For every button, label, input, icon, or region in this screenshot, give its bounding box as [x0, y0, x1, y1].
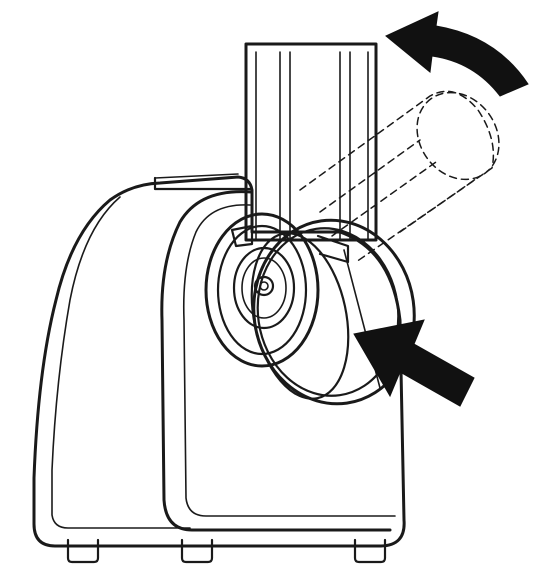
foot-left — [66, 538, 100, 564]
housing-front-face — [160, 190, 392, 532]
drum-face — [250, 232, 350, 400]
drum-slot — [316, 234, 350, 264]
housing-front-inner — [182, 204, 396, 517]
foot-right — [353, 538, 387, 564]
drum-ghost-line-2 — [331, 161, 437, 237]
hub-ring-inner — [241, 257, 287, 319]
curved-arrow-icon — [385, 11, 529, 97]
hub-recess-outer — [204, 212, 320, 368]
drum-rim-inner — [256, 227, 400, 397]
feed-chute — [244, 42, 378, 242]
drum-ghost-line-3 — [399, 175, 481, 233]
hub-recess-inner — [216, 224, 308, 356]
straight-arrow-shape — [353, 319, 475, 407]
chute-outer — [244, 42, 378, 242]
drum-ghost-line-1 — [319, 139, 421, 213]
motor-housing — [32, 173, 406, 548]
straight-arrow-icon — [353, 319, 475, 407]
hub-latch — [230, 224, 254, 248]
housing-outline — [32, 175, 406, 548]
housing-side-panel — [51, 196, 191, 529]
drum-ghost — [299, 90, 500, 263]
drum-ghost-body — [299, 90, 495, 263]
curved-arrow-shape — [385, 11, 529, 97]
drum-ghost-end — [416, 91, 500, 181]
housing-top-strip — [153, 176, 252, 191]
grating-drum — [250, 218, 416, 406]
hub-ring — [232, 246, 296, 330]
base-feet — [66, 538, 387, 564]
housing-top-edge — [154, 173, 239, 179]
foot-mid — [180, 538, 214, 564]
